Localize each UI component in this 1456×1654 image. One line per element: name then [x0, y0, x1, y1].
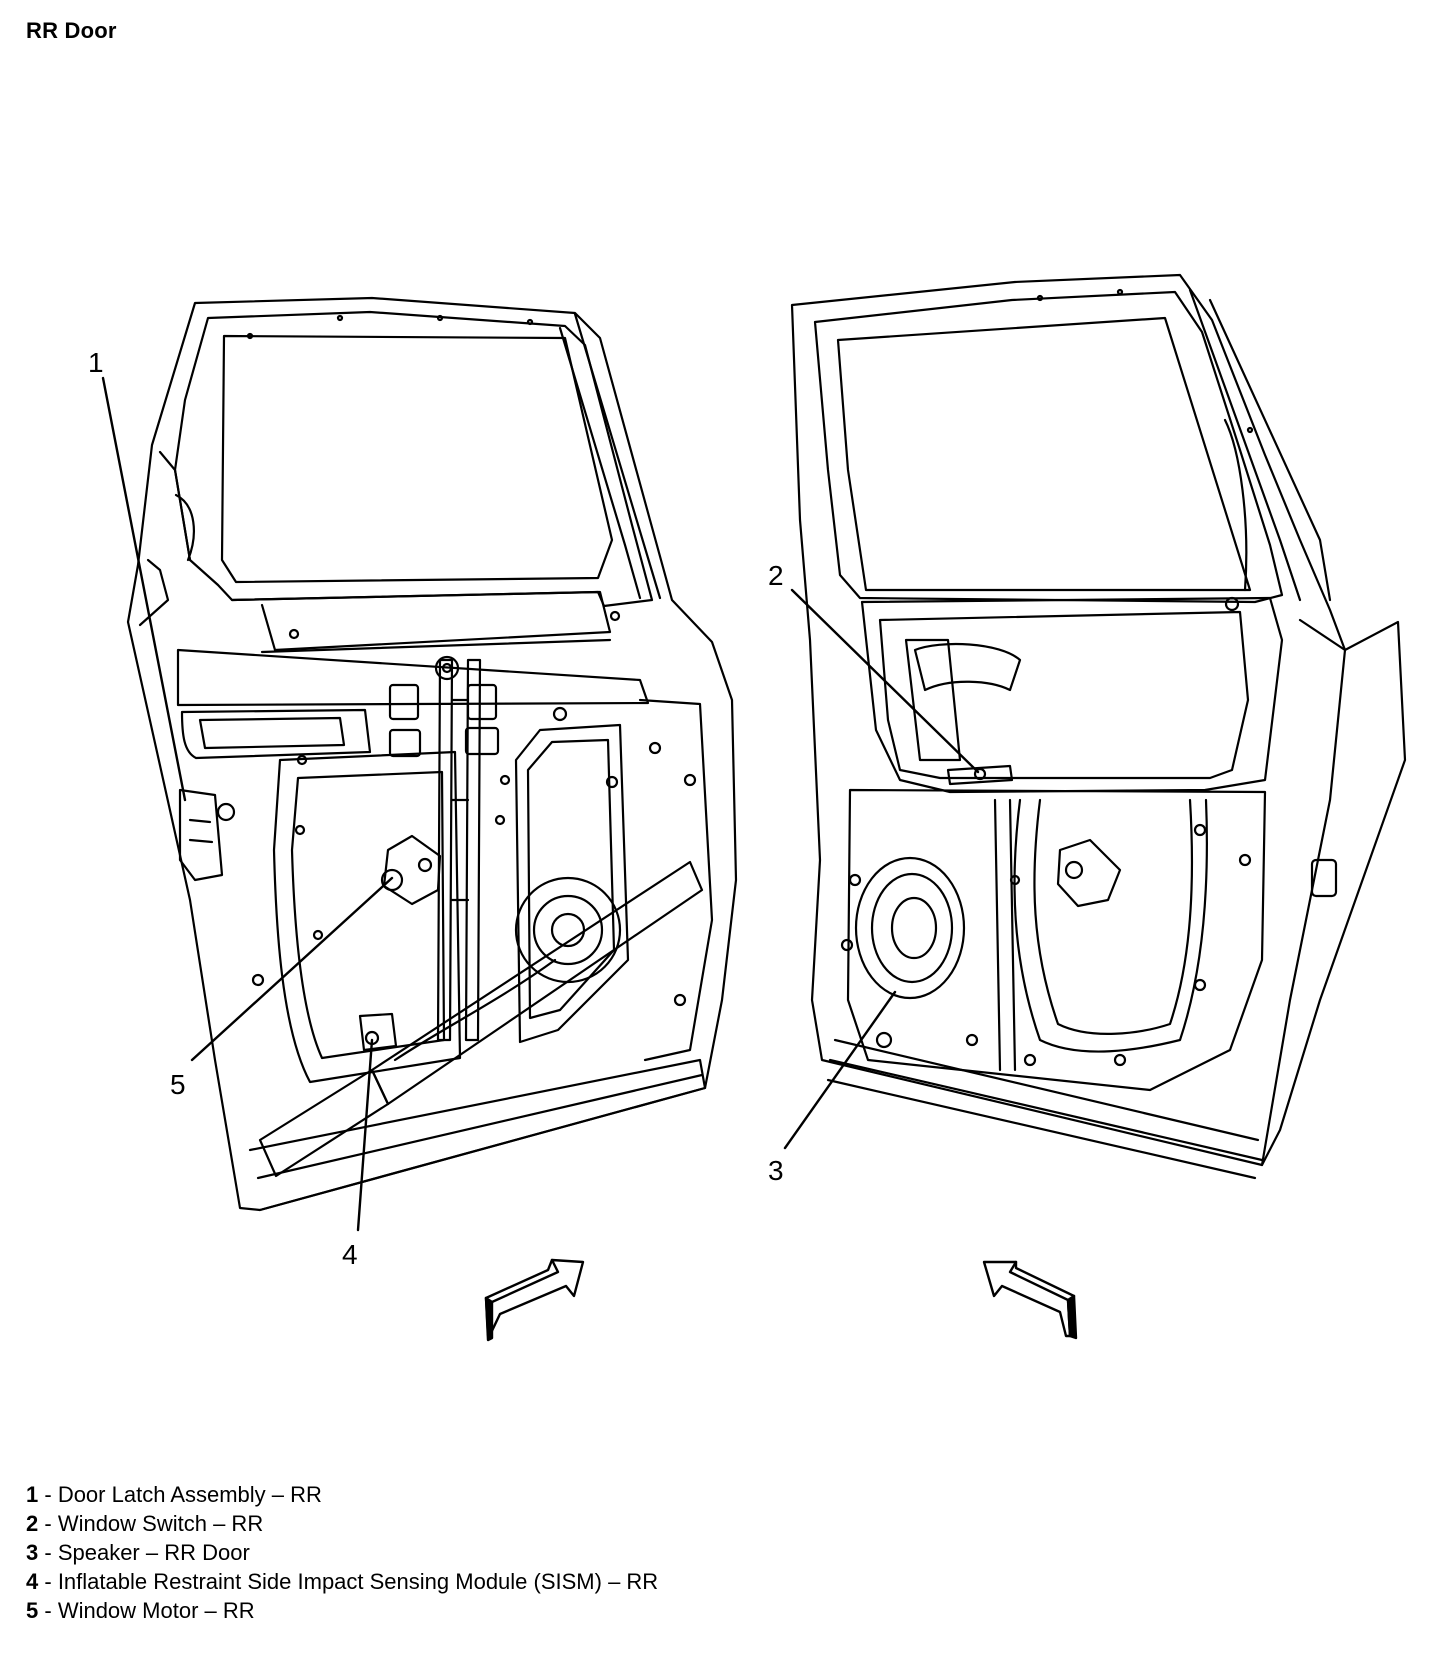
leader-line-5: [190, 876, 394, 1062]
legend-number: 1: [26, 1482, 39, 1507]
legend: 1 - Door Latch Assembly – RR 2 - Window …: [26, 1480, 658, 1625]
callout-number-5: 5: [170, 1069, 186, 1100]
leader-line-1: [101, 376, 187, 802]
legend-item-5: 5 - Window Motor – RR: [26, 1596, 658, 1625]
view-arrow-left-door: [484, 1258, 585, 1342]
leader-lines: [101, 376, 980, 1232]
legend-separator: -: [38, 1569, 58, 1594]
legend-item-3: 3 - Speaker – RR Door: [26, 1538, 658, 1567]
left-door-illustration: [126, 296, 738, 1212]
legend-number: 5: [26, 1598, 39, 1623]
callout-number-2: 2: [768, 560, 784, 591]
leader-line-4: [356, 1038, 374, 1232]
legend-text: Inflatable Restraint Side Impact Sensing…: [57, 1569, 659, 1594]
legend-text: Door Latch Assembly – RR: [57, 1482, 322, 1507]
legend-separator: -: [38, 1482, 58, 1507]
legend-text: Speaker – RR Door: [57, 1540, 250, 1565]
legend-separator: -: [38, 1540, 58, 1565]
leader-line-2: [790, 588, 980, 774]
legend-item-2: 2 - Window Switch – RR: [26, 1509, 658, 1538]
legend-number: 2: [26, 1511, 39, 1536]
legend-separator: -: [38, 1511, 58, 1536]
callout-number-4: 4: [342, 1239, 358, 1270]
legend-number: 3: [26, 1540, 39, 1565]
legend-item-4: 4 - Inflatable Restraint Side Impact Sen…: [26, 1567, 658, 1596]
legend-number: 4: [26, 1569, 39, 1594]
callout-number-1: 1: [88, 347, 104, 378]
legend-separator: -: [38, 1598, 58, 1623]
view-arrow-right-door: [982, 1260, 1078, 1340]
callout-number-3: 3: [768, 1155, 784, 1186]
right-door-illustration: [790, 273, 1407, 1180]
legend-item-1: 1 - Door Latch Assembly – RR: [26, 1480, 658, 1509]
leader-line-3: [783, 990, 897, 1150]
legend-text: Window Motor – RR: [57, 1598, 255, 1623]
legend-text: Window Switch – RR: [57, 1511, 264, 1536]
page-title: RR Door: [26, 18, 117, 43]
